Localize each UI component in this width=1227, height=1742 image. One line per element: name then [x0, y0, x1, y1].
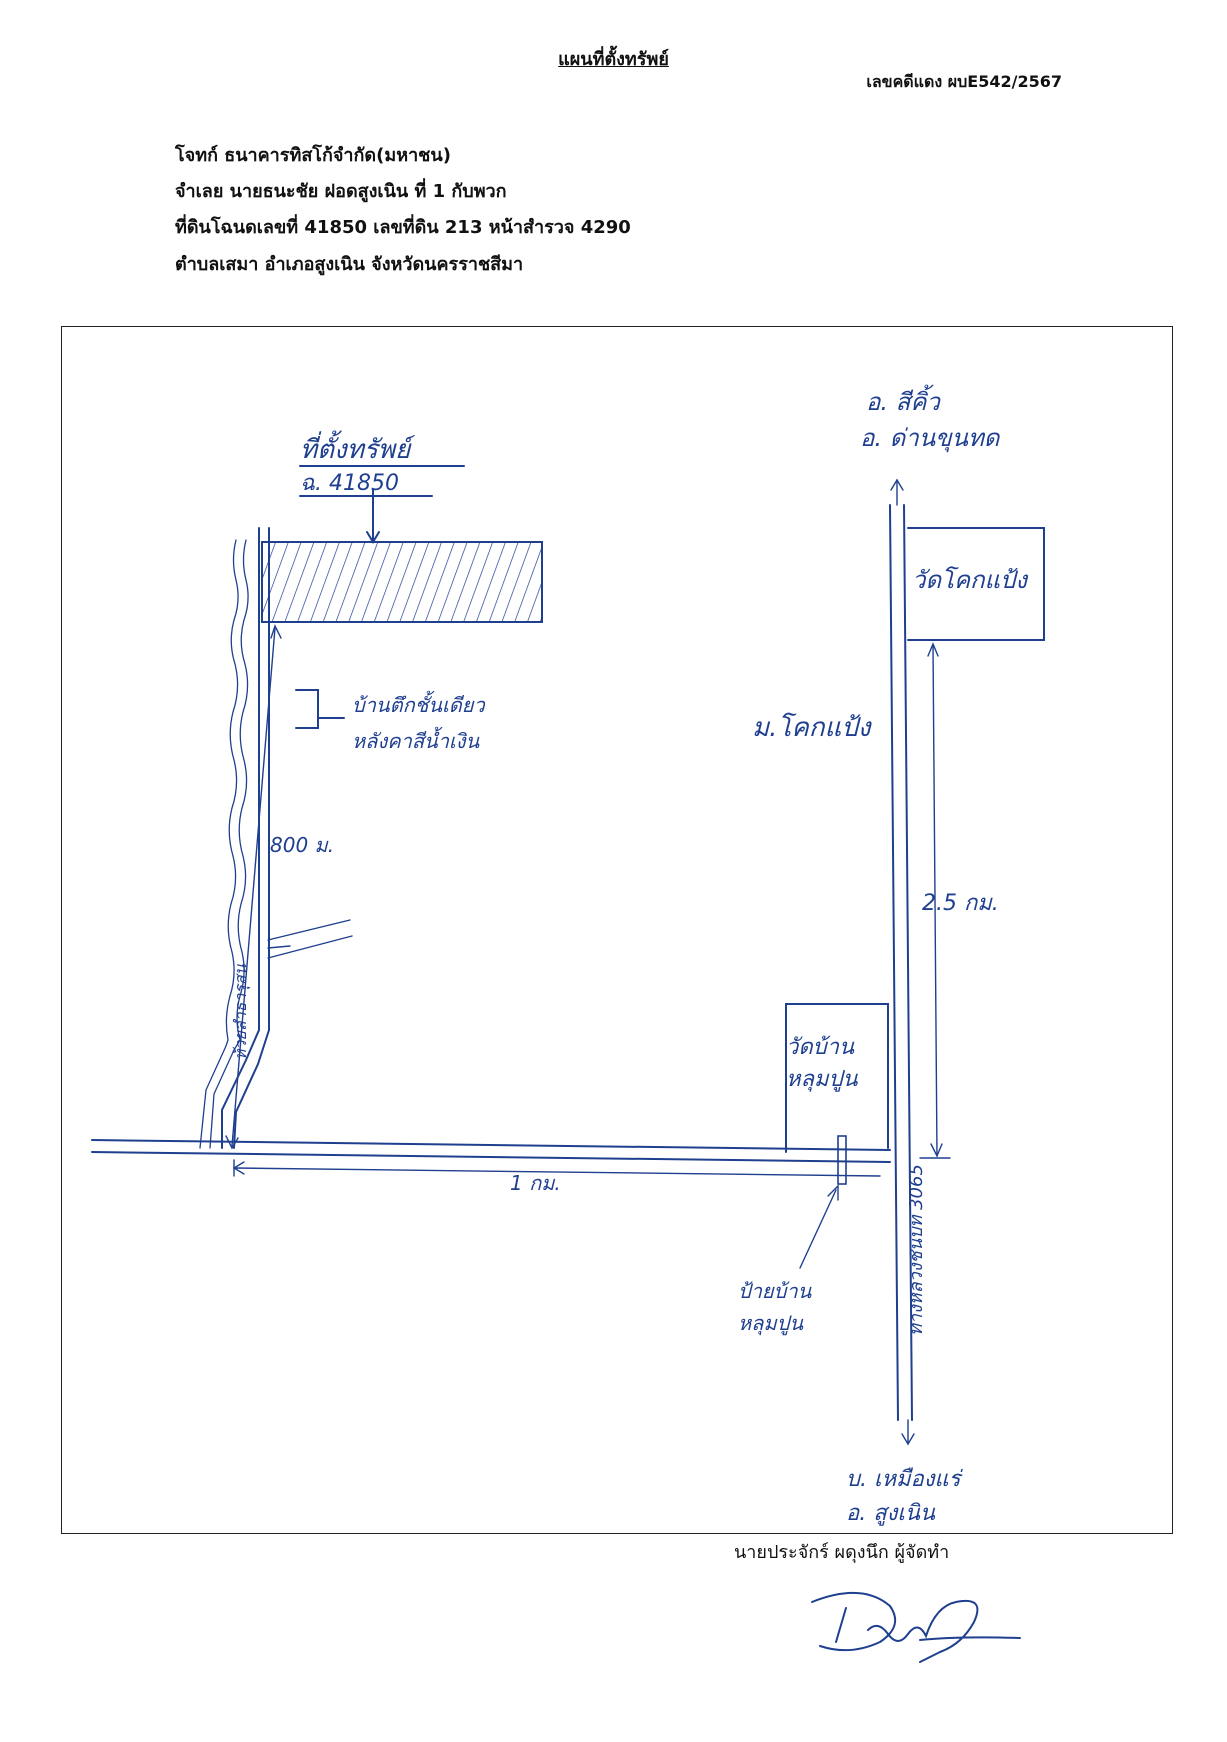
highway-line-1 — [889, 504, 899, 1421]
property-parcel — [261, 541, 543, 623]
house-label-2: หลังคาสีน้ำเงิน — [352, 726, 481, 753]
creek-line-2 — [209, 539, 249, 1149]
dist-25km-line — [932, 645, 938, 1157]
main-road-line-2 — [91, 1151, 891, 1163]
temple-bottom-box — [785, 1003, 889, 1153]
land-deed-line: ที่ดินโฉนดเลขที่ 41850 เลขที่ดิน 213 หน้… — [175, 217, 631, 238]
sign-label-2: หลุมปูน — [738, 1311, 804, 1336]
south-label-1: บ. เหมืองแร่ — [846, 1467, 964, 1492]
main-road-line-1 — [91, 1139, 891, 1151]
maker-line: นายประจักร์ ผดุงนึก ผู้จัดทำ — [734, 1542, 950, 1563]
case-number: เลขคดีแดง ผบE542/2567 — [866, 72, 1062, 91]
village-label: ม.โคกแป้ง — [752, 712, 873, 743]
dist-25km-label: 2.5 กม. — [922, 891, 999, 916]
dist-800-arrow — [231, 627, 276, 1147]
temple-top-label: วัดโคกแป้ง — [912, 566, 1029, 594]
sign-pointer-arrowhead — [827, 1184, 839, 1201]
left-lane-line-1 — [221, 527, 260, 1149]
sign-label-1: ป้ายบ้าน — [738, 1279, 813, 1303]
dist-1km-arrowhead — [232, 1161, 245, 1175]
dist-800-label: 800 ม. — [270, 833, 334, 857]
left-lane-line-2 — [233, 527, 270, 1149]
location-line: ตำบลเสมา อำเภอสูงเนิน จังหวัดนครราชสีมา — [175, 254, 524, 275]
side-branch — [267, 919, 353, 959]
temple-bottom-label-1: วัดบ้าน — [786, 1035, 855, 1060]
highway-arrowhead-up — [890, 478, 904, 491]
north-label-2: อ. ด่านขุนทด — [860, 424, 1001, 453]
map-frame — [61, 326, 1173, 1534]
house-symbol — [295, 689, 319, 729]
road-label: ทางหลวงชนบท 3065 — [906, 1164, 927, 1336]
dist-800-arrowhead-top — [270, 624, 282, 639]
deed-label: ฉ. 41850 — [300, 471, 399, 496]
page-title: แผนที่ตั้งทรัพย์ — [558, 49, 669, 70]
property-label: ที่ตั้งทรัพย์ — [300, 430, 415, 465]
highway-line-2 — [903, 504, 913, 1421]
signature-scribble — [811, 1592, 1021, 1663]
dist-1km-label: 1 กม. — [510, 1171, 561, 1195]
plaintiff-line: โจทก์ ธนาคารทิสโก้จำกัด(มหาชน) — [175, 145, 451, 166]
village-sign-post — [837, 1135, 847, 1185]
dist-25km-arrowhead-top — [927, 642, 939, 657]
dist-1km-line — [233, 1167, 881, 1177]
highway-arrowhead-down — [901, 1433, 915, 1446]
defendant-line: จำเลย นายธนะชัย ฝอดสูงเนิน ที่ 1 กับพวก — [175, 181, 507, 202]
temple-top-box — [907, 527, 1045, 641]
dist-25km-arrowhead-bottom — [930, 1143, 943, 1158]
south-label-2: อ. สูงเนิน — [846, 1501, 936, 1526]
property-pointer-arrowhead — [366, 531, 380, 544]
north-label-1: อ. สีคิ้ว — [866, 384, 941, 416]
creek-line-1 — [199, 539, 239, 1149]
creek-label: ห้วยลำธารุสน — [231, 963, 251, 1060]
temple-bottom-label-2: หลุมปูน — [786, 1067, 858, 1092]
house-label-1: บ้านตึกชั้นเดียว — [352, 690, 486, 717]
sign-pointer — [799, 1189, 837, 1269]
